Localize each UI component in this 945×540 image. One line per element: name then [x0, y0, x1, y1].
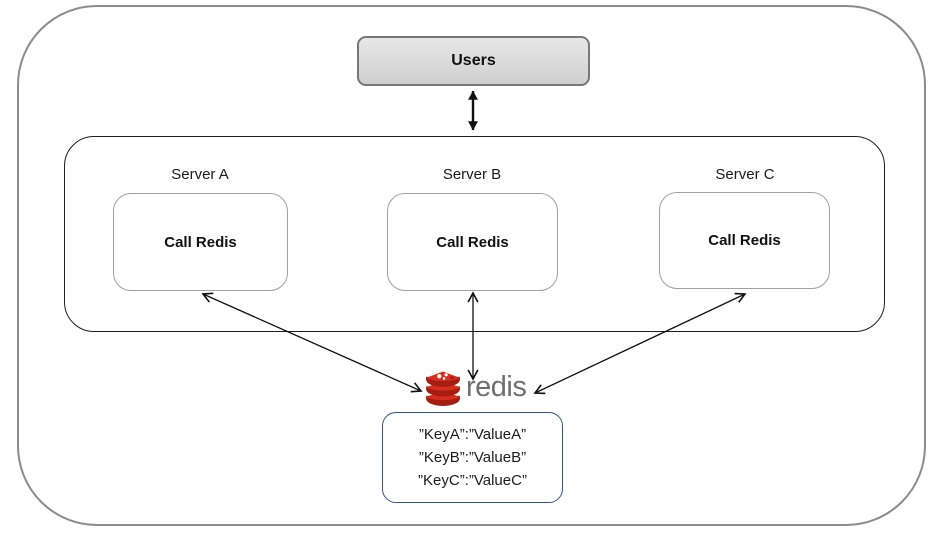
server-b-call-redis-node: Call Redis: [387, 193, 558, 291]
redis-logo-text: redis: [466, 370, 527, 403]
kv-entry: ”KeyC”:”ValueC”: [418, 472, 527, 489]
server-c-call-redis-label: Call Redis: [708, 232, 781, 249]
kv-entry: ”KeyA”:”ValueA”: [418, 426, 527, 443]
users-label: Users: [451, 52, 496, 69]
server-c-label: Server C: [715, 166, 775, 183]
redis-key-value-store: ”KeyA”:”ValueA” ”KeyB”:”ValueB” ”KeyC”:”…: [382, 412, 563, 503]
server-b-call-redis-label: Call Redis: [436, 233, 509, 251]
server-a-call-redis-node: Call Redis: [113, 193, 288, 291]
server-a-call-redis-label: Call Redis: [164, 233, 237, 251]
users-node: Users: [357, 36, 590, 86]
server-c-call-redis-node: Call Redis: [659, 192, 830, 289]
kv-entry: ”KeyB”:”ValueB”: [418, 449, 527, 466]
server-a-label: Server A: [171, 166, 229, 183]
redis-node: redis: [425, 369, 527, 409]
server-b-label: Server B: [442, 166, 502, 183]
redis-database-icon: [426, 371, 460, 406]
